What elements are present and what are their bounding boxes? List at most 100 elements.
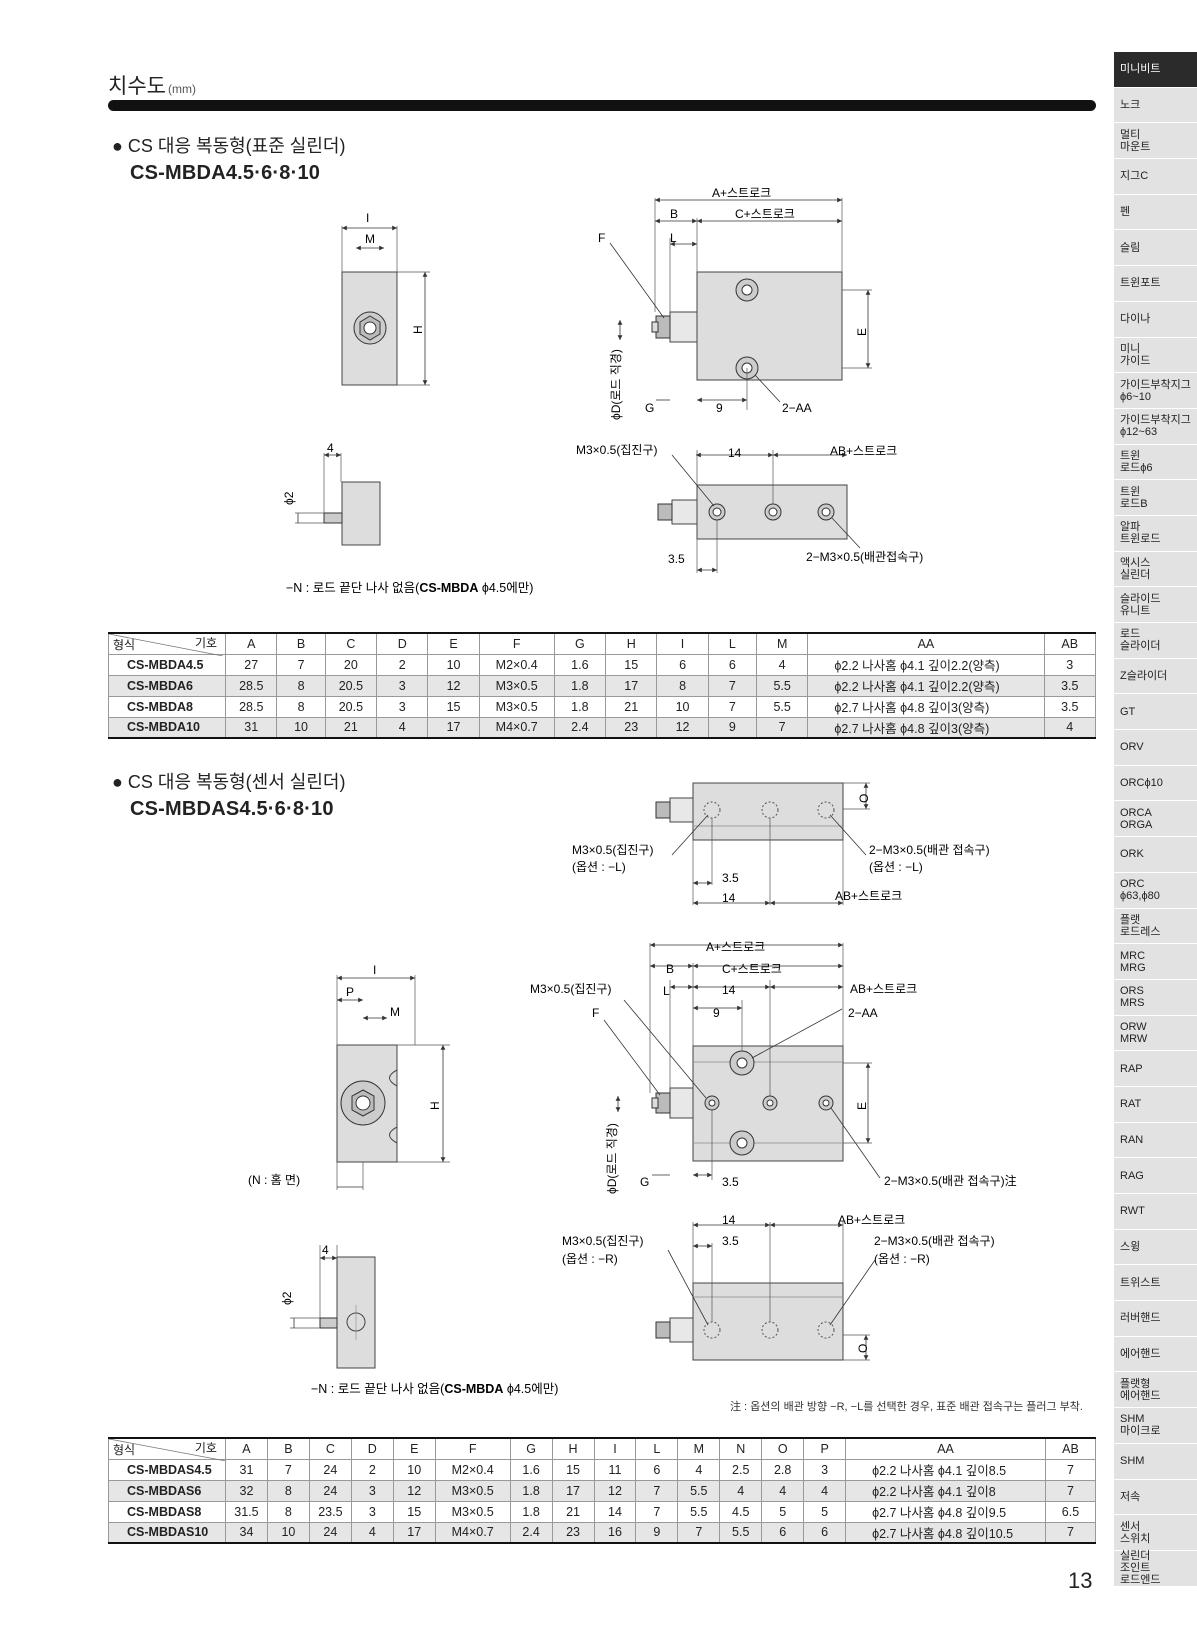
sidebar-item[interactable]: SHM bbox=[1114, 1443, 1197, 1480]
sidebar-item[interactable]: 슬림 bbox=[1114, 230, 1197, 267]
sidebar-item[interactable]: 다이나 bbox=[1114, 301, 1197, 338]
s1-note: −N : 로드 끝단 나사 없음(CS-MBDA ϕ4.5에만) bbox=[286, 581, 533, 595]
s1-pipe-port: 2−M3×0.5(배관접속구) bbox=[806, 550, 923, 564]
sidebar-item[interactable]: 트윈 로드ϕ6 bbox=[1114, 444, 1197, 481]
sidebar-item[interactable]: 플랫형 에어핸드 bbox=[1114, 1372, 1197, 1409]
table-cell: 23.5 bbox=[308, 1500, 352, 1523]
table-cell: 5 bbox=[803, 1500, 847, 1523]
table-cell-model: CS-MBDA10 bbox=[107, 716, 227, 739]
s2-dim-E: E bbox=[855, 1102, 869, 1110]
page-number: 13 bbox=[1068, 1568, 1093, 1593]
sidebar-item[interactable]: GT bbox=[1114, 694, 1197, 731]
sidebar-item[interactable]: RAN bbox=[1114, 1122, 1197, 1159]
table-cell: ϕ2.7 나사홈 ϕ4.8 깊이10.5 bbox=[845, 1521, 1046, 1544]
sidebar-item[interactable]: 가이드부착지그 ϕ12~63 bbox=[1114, 408, 1197, 445]
sidebar-item[interactable]: 플랫 로드레스 bbox=[1114, 908, 1197, 945]
s2-dim-rod: ϕD(로드 직경) bbox=[605, 1123, 619, 1194]
table-cell: 4 bbox=[761, 1479, 805, 1502]
sidebar-item[interactable]: RWT bbox=[1114, 1194, 1197, 1230]
s2-m3-collect-L: M3×0.5(집진구) bbox=[572, 843, 653, 857]
sidebar-item[interactable]: 펜 bbox=[1114, 194, 1197, 231]
sidebar-item[interactable]: ORCϕ10 bbox=[1114, 765, 1197, 802]
sidebar-item[interactable]: 미니비트 bbox=[1114, 52, 1197, 88]
table-cell: 2.5 bbox=[719, 1458, 763, 1481]
s2-pipe-port-L: 2−M3×0.5(배관 접속구) bbox=[869, 843, 990, 857]
table-cell-model: CS-MBDA8 bbox=[107, 695, 227, 718]
sidebar-item[interactable]: 가이드부착지그 ϕ6~10 bbox=[1114, 373, 1197, 409]
sidebar-item[interactable]: RAP bbox=[1114, 1051, 1197, 1087]
footnote: 注 : 옵션의 배관 방향 −R, −L를 선택한 경우, 표준 배관 접속구는… bbox=[730, 1401, 1083, 1413]
table2-header: L bbox=[635, 1437, 679, 1460]
sidebar-item[interactable]: ORK bbox=[1114, 837, 1197, 873]
sidebar-item[interactable]: 알파 트윈로드 bbox=[1114, 515, 1197, 552]
s2-dim-14-top: 14 bbox=[722, 891, 736, 905]
table-cell: 5.5 bbox=[677, 1500, 721, 1523]
table-cell: 20.5 bbox=[324, 674, 378, 697]
s1-dim-H: H bbox=[411, 325, 425, 334]
sidebar-item[interactable]: 액시스 실린더 bbox=[1114, 551, 1197, 588]
sidebar-item[interactable]: 실린더 조인트 로드엔드 bbox=[1114, 1550, 1197, 1587]
table-cell: 7 bbox=[1044, 1521, 1097, 1544]
s1-dim-L: L bbox=[670, 231, 677, 245]
sidebar-item[interactable]: 러버핸드 bbox=[1114, 1301, 1197, 1337]
table-cell: 31.5 bbox=[224, 1500, 268, 1523]
sidebar-item[interactable]: Z슬라이더 bbox=[1114, 658, 1197, 695]
sidebar-item[interactable]: 저속 bbox=[1114, 1479, 1197, 1516]
table-cell: 5.5 bbox=[677, 1479, 721, 1502]
sidebar-item[interactable]: ORCA ORGA bbox=[1114, 801, 1197, 838]
sidebar-item[interactable]: SHM 마이크로 bbox=[1114, 1408, 1197, 1444]
s2-dim-B: B bbox=[666, 962, 674, 976]
table-cell: 4 bbox=[350, 1521, 394, 1544]
spec-table-1: 형식 기호 A B C D E F G H I L M AA AB CS-MBD… bbox=[107, 632, 1097, 739]
table-cell: 4 bbox=[719, 1479, 763, 1502]
table1-corner-model: 형식 bbox=[113, 637, 136, 652]
sidebar-item[interactable]: ORS MRS bbox=[1114, 979, 1197, 1016]
table2-header: C bbox=[308, 1437, 352, 1460]
table-cell: 12 bbox=[392, 1479, 436, 1502]
table2-header: F bbox=[434, 1437, 511, 1460]
table1-corner-symbol: 기호 bbox=[194, 636, 218, 650]
section2-title: ● CS 대응 복동형(센서 실린더) bbox=[112, 772, 346, 792]
sidebar-item[interactable]: ORC ϕ63,ϕ80 bbox=[1114, 872, 1197, 909]
table-cell: 21 bbox=[551, 1500, 595, 1523]
table-cell: 21 bbox=[605, 695, 658, 718]
s1-dim-4: 4 bbox=[327, 441, 334, 455]
sidebar-item[interactable]: 멀티 마운트 bbox=[1114, 123, 1197, 160]
sidebar-item[interactable]: MRC MRG bbox=[1114, 944, 1197, 980]
sidebar-item[interactable]: 슬라이드 유니트 bbox=[1114, 587, 1197, 623]
table-cell: 6 bbox=[761, 1521, 805, 1544]
section1-title: ● CS 대응 복동형(표준 실린더) bbox=[112, 136, 346, 156]
table-cell: 11 bbox=[593, 1458, 637, 1481]
s1-dim-G: G bbox=[645, 401, 654, 415]
sidebar-item[interactable]: 지그C bbox=[1114, 159, 1197, 195]
table-cell: 23 bbox=[551, 1521, 595, 1544]
s1-dim-9: 9 bbox=[716, 401, 723, 415]
s2-dim-O: O bbox=[857, 794, 871, 803]
sidebar-item[interactable]: 에어핸드 bbox=[1114, 1336, 1197, 1373]
sidebar-item[interactable]: RAT bbox=[1114, 1086, 1197, 1123]
table-cell: 7 bbox=[266, 1458, 310, 1481]
table-cell: 10 bbox=[266, 1521, 310, 1544]
sidebar-item[interactable]: 로드 슬라이더 bbox=[1114, 623, 1197, 659]
sidebar-item[interactable]: 스윙 bbox=[1114, 1229, 1197, 1266]
table-cell: 20 bbox=[324, 653, 378, 676]
table-cell: 17 bbox=[392, 1521, 436, 1544]
sidebar-item[interactable]: ORW MRW bbox=[1114, 1015, 1197, 1052]
sidebar-item[interactable]: ORV bbox=[1114, 730, 1197, 766]
table-cell: 7 bbox=[635, 1500, 679, 1523]
table-cell: 8 bbox=[266, 1500, 310, 1523]
sidebar-item[interactable]: RAG bbox=[1114, 1158, 1197, 1194]
sidebar-item[interactable]: 트위스트 bbox=[1114, 1265, 1197, 1302]
sidebar-item[interactable]: 트윈 로드B bbox=[1114, 480, 1197, 516]
sidebar-item[interactable]: 노크 bbox=[1114, 87, 1197, 124]
sidebar-item[interactable]: 센서 스위치 bbox=[1114, 1515, 1197, 1551]
sidebar-item[interactable]: 트윈포트 bbox=[1114, 266, 1197, 302]
table-cell: 24 bbox=[308, 1479, 352, 1502]
table-cell-model: CS-MBDAS6 bbox=[108, 1479, 226, 1502]
sidebar-item[interactable]: 미니 가이드 bbox=[1114, 337, 1197, 374]
